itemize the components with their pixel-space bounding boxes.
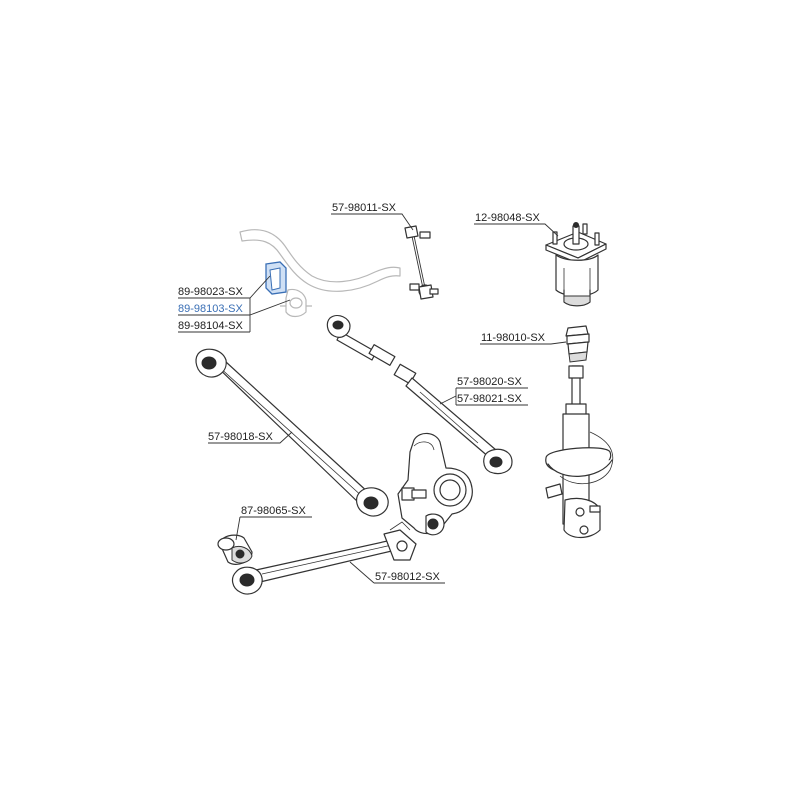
label-arm-bushing[interactable]: 87-98065-SX bbox=[241, 505, 306, 517]
label-bushing-c[interactable]: 89-98104-SX bbox=[178, 320, 243, 332]
stabilizer-bushing-highlighted[interactable] bbox=[265, 261, 287, 295]
label-bushing-b[interactable]: 89-98103-SX bbox=[178, 303, 243, 315]
stabilizer-bar bbox=[239, 229, 401, 292]
label-lower-arm[interactable]: 57-98012-SX bbox=[375, 571, 440, 583]
bump-stop[interactable] bbox=[565, 325, 590, 363]
label-trailing-arm[interactable]: 57-98018-SX bbox=[208, 431, 273, 443]
stabilizer-link[interactable] bbox=[404, 225, 439, 300]
strut-top-mount[interactable] bbox=[545, 222, 607, 307]
label-toe-arm-a[interactable]: 57-98020-SX bbox=[457, 376, 522, 388]
label-bump-stop[interactable]: 11-98010-SX bbox=[481, 332, 546, 344]
label-bushing-a[interactable]: 89-98023-SX bbox=[178, 286, 243, 298]
rear-knuckle bbox=[397, 432, 473, 536]
leader-lines bbox=[178, 213, 567, 584]
part-labels: 57-98011-SX 12-98048-SX 89-98023-SX 89-9… bbox=[178, 202, 546, 583]
arm-bushing[interactable] bbox=[217, 534, 253, 565]
shock-absorber bbox=[545, 365, 614, 539]
stabilizer-bushing-bracket bbox=[280, 288, 312, 318]
label-toe-arm-b[interactable]: 57-98021-SX bbox=[457, 393, 522, 405]
label-strut-mount[interactable]: 12-98048-SX bbox=[475, 212, 540, 224]
label-stab-link[interactable]: 57-98011-SX bbox=[332, 202, 397, 214]
toe-adjusting-arm[interactable] bbox=[326, 314, 513, 475]
lower-arm[interactable] bbox=[231, 521, 417, 595]
